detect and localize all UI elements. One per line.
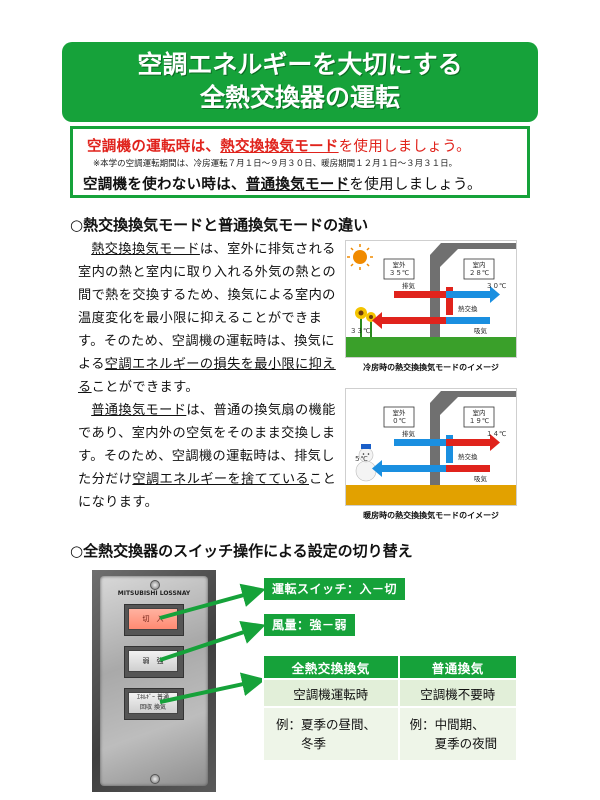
warm-exhaust-arrow: [372, 460, 490, 477]
para1-end: ことができます。: [91, 380, 199, 395]
warm-outdoor-temp: ０℃: [392, 417, 406, 425]
brand-maker: MITSUBISHI: [117, 590, 158, 597]
fan-switch[interactable]: 弱 強: [128, 650, 178, 672]
warm-supply-arrow: [394, 434, 500, 463]
table-cell: 例：夏季の昼間、 冬季: [262, 706, 400, 762]
paragraph-normal-ventilation: 普通換気モードは、普通の換気扇の機能であり、室内外の空気をそのまま交換します。そ…: [78, 399, 346, 514]
title-banner: 空調エネルギーを大切にする 全熱交換器の運転: [62, 42, 538, 122]
table-cell: 空調機不要時: [397, 678, 519, 708]
notice-period-note: ※本学の空調運転期間は、冷房運転７月１日～９月３０日、暖房期間１２月１日～３月３…: [93, 159, 458, 169]
mode-switch[interactable]: ｴﾈﾙｷﾞｰ 普通 回収 換気: [128, 692, 178, 714]
notice-line3-emphasis: 普通換気モード: [245, 177, 350, 193]
notice-line-1: 空調機の運転時は、熱交換換気モードを使用しましょう。: [87, 135, 471, 156]
cool-supply-temp: ３０℃: [486, 282, 506, 290]
sun-icon: [347, 244, 373, 270]
screw-icon: [150, 580, 160, 590]
warm-indoor-temp: １９℃: [469, 417, 489, 425]
para2-text: は、普通の換気扇の機能であり、室内外の空気をそのまま交換します。そのため、空調機…: [78, 403, 336, 487]
panel-brand: MITSUBISHI LOSSNAY: [112, 590, 196, 597]
paragraph-heat-exchange: 熱交換換気モードは、室外に排気される室内の熱と室内に取り入れる外気の熱との間で熱…: [78, 238, 346, 399]
cool-exchange-label: 熱交換: [458, 304, 478, 313]
cooling-caption: 冷房時の熱交換換気モードのイメージ: [363, 363, 499, 372]
table-head-heat-exchange: 全熱交換換気: [262, 656, 400, 679]
warm-outdoor-label: 室外: [393, 408, 407, 417]
heating-caption: 暖房時の熱交換換気モードのイメージ: [363, 511, 499, 520]
warm-indoor-label: 室内: [473, 408, 486, 417]
diagram-heating: 室外 ０℃ 室内 １９℃ 排気 熱交換 吸気 １４℃ ５℃: [345, 388, 517, 506]
example-line: 夏季の夜間: [409, 736, 498, 751]
example-line: 冬季: [276, 736, 327, 751]
cool-indoor-label: 室内: [473, 260, 486, 269]
mode-switch-line2: 回収 換気: [140, 704, 166, 711]
table-head-normal: 普通換気: [397, 656, 519, 679]
table-row: 空調機運転時 空調機不要時: [262, 678, 519, 708]
notice-box: 空調機の運転時は、熱交換換気モードを使用しましょう。 ※本学の空調運転期間は、冷…: [70, 126, 530, 198]
run-switch[interactable]: 切 入: [128, 608, 178, 630]
label-fan: 風量：強－弱: [264, 614, 356, 636]
warm-supply-temp: １４℃: [486, 430, 506, 438]
table-cell: 空調機運転時: [262, 678, 400, 708]
mode-table: 全熱交換換気 普通換気 空調機運転時 空調機不要時 例：夏季の昼間、 冬季 例：…: [262, 656, 519, 762]
table-header-row: 全熱交換換気 普通換気: [262, 656, 519, 679]
cool-supply-label: 吸気: [474, 326, 488, 335]
warm-exhaust-temp: ５℃: [354, 455, 368, 463]
label-run-switch: 運転スイッチ：入－切: [264, 578, 406, 600]
section1-body: 熱交換換気モードは、室外に排気される室内の熱と室内に取り入れる外気の熱との間で熱…: [78, 238, 346, 514]
example-line: 例：中間期、: [409, 717, 485, 732]
warm-exchange-label: 熱交換: [458, 452, 478, 461]
table-row: 例：夏季の昼間、 冬季 例：中間期、 夏季の夜間: [262, 706, 519, 762]
cool-supply-arrow: [394, 286, 500, 315]
cool-exhaust-arrow: [372, 312, 490, 329]
title-line-1: 空調エネルギーを大切にする: [137, 50, 463, 79]
warm-exhaust-label: 排気: [402, 429, 416, 438]
example-line: 例：夏季の昼間、: [276, 717, 377, 732]
section1-heading: ○熱交換換気モードと普通換気モードの違い: [70, 216, 369, 234]
cool-indoor-temp: ２８℃: [469, 269, 489, 277]
table-cell: 例：中間期、 夏季の夜間: [397, 706, 519, 762]
arrow-mode-switch: [159, 672, 266, 704]
notice-line1-post: を使用しましょう。: [338, 139, 471, 155]
para2-end: ことになります。: [78, 472, 337, 510]
para2-underline: 空調エネルギーを捨てている: [132, 472, 309, 487]
section2-heading: ○全熱交換器のスイッチ操作による設定の切り替え: [70, 542, 413, 560]
para1-underline: 空調エネルギーの損失を最小限に抑える: [78, 357, 336, 395]
cool-exhaust-temp: ３３℃: [350, 327, 370, 335]
arrow-run-switch: [159, 583, 266, 620]
cool-outdoor-label: 室外: [393, 260, 407, 269]
cool-exhaust-label: 排気: [402, 281, 416, 290]
notice-line-3: 空調機を使わない時は、普通換気モードを使用しましょう。: [83, 173, 482, 194]
notice-line1-emphasis: 熱交換換気モード: [220, 139, 339, 155]
term-heat-exchange-mode: 熱交換換気モード: [91, 242, 200, 257]
notice-line3-pre: 空調機を使わない時は、: [83, 177, 246, 193]
mode-switch-line1: ｴﾈﾙｷﾞｰ 普通: [137, 694, 169, 701]
title-line-2: 全熱交換器の運転: [199, 83, 400, 112]
warm-supply-label: 吸気: [474, 474, 488, 483]
snowman-icon: [355, 444, 377, 482]
cool-outdoor-temp: ３５℃: [389, 269, 409, 277]
notice-line3-post: を使用しましょう。: [349, 177, 482, 193]
term-normal-mode: 普通換気モード: [91, 403, 187, 418]
para1-text: は、室外に排気される室内の熱と室内に取り入れる外気の熱との間で熱を交換するため、…: [78, 242, 337, 372]
notice-line1-pre: 空調機の運転時は、: [87, 139, 221, 155]
brand-model: LOSSNAY: [159, 590, 191, 597]
diagram-cooling: 室外 ３５℃ 室内 ２８℃ 排気 熱交換 吸気 ３０℃ ３３℃: [345, 240, 517, 358]
arrow-fan-switch: [159, 620, 266, 662]
screw-icon: [150, 774, 160, 784]
